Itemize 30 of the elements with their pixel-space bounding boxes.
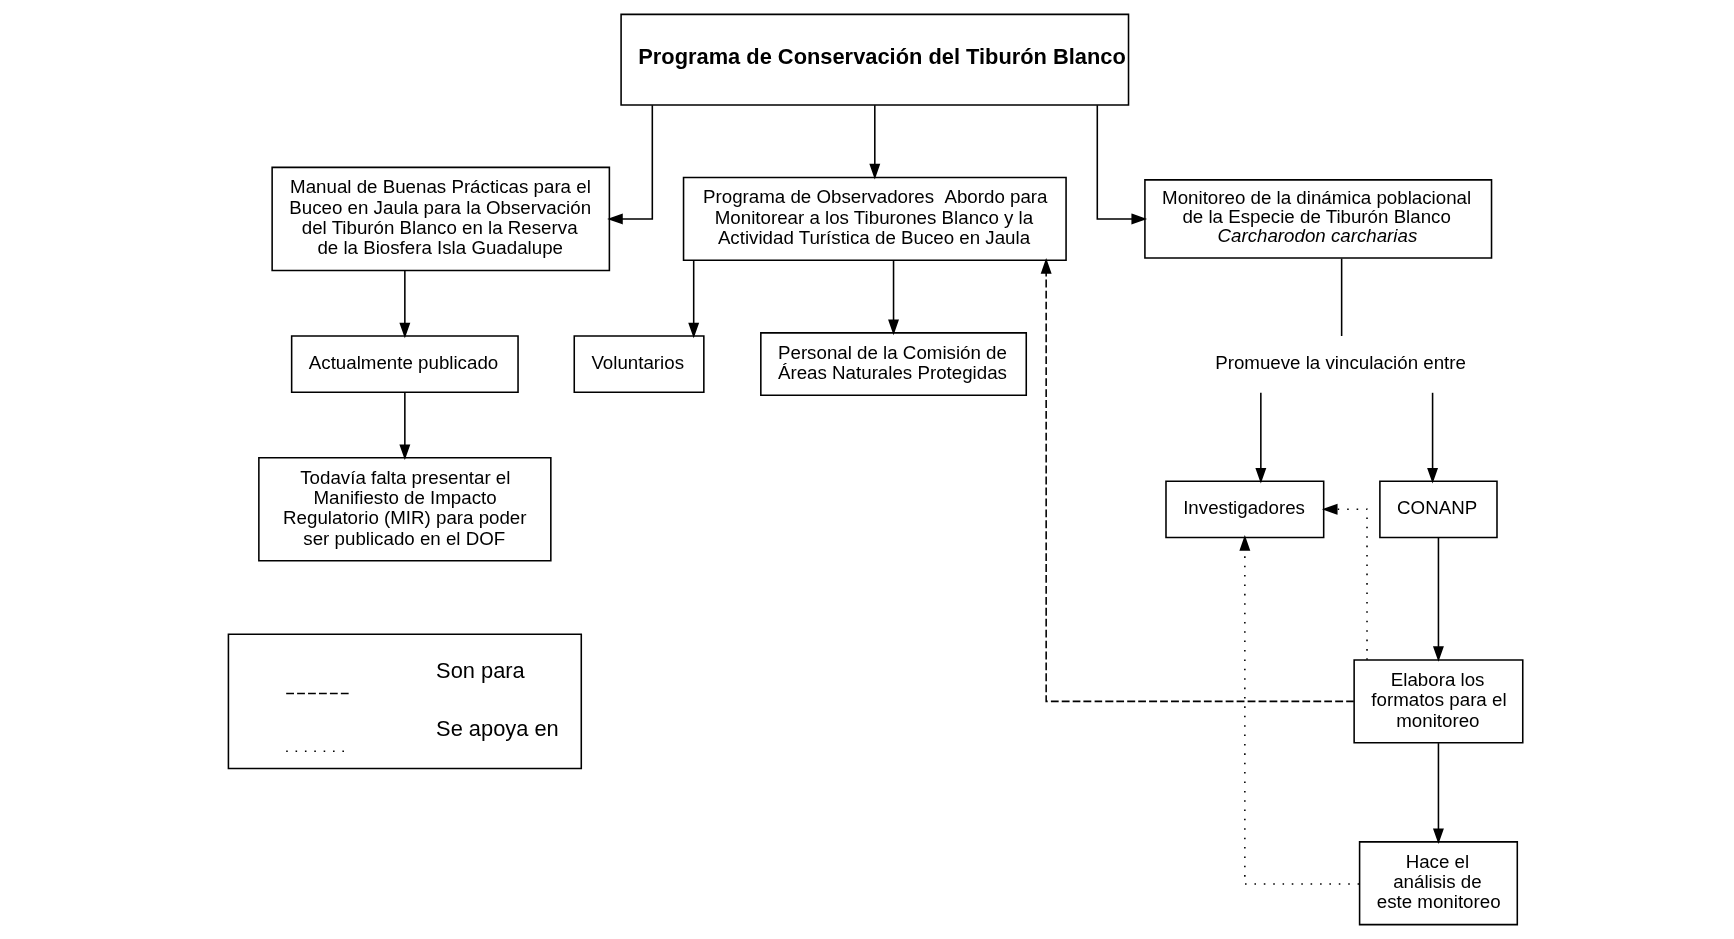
arrow bbox=[1432, 536, 1444, 662]
legend-label: Se apoya en bbox=[436, 716, 559, 742]
legend-label: Son para bbox=[436, 658, 525, 684]
node-box: Voluntarios bbox=[573, 335, 705, 393]
node-box: Programa de Observadores Abordo para Monitorear a los Tiburones Blanco y la Actividad Turística de Buceo en Jaula bbox=[682, 176, 1067, 262]
arrow bbox=[399, 392, 411, 461]
arrow bbox=[399, 269, 411, 339]
arrow bbox=[1321, 503, 1368, 661]
node-box: CONANP bbox=[1379, 480, 1498, 539]
node-box: Personal de la Comisión de Áreas Naturales Protegidas bbox=[760, 332, 1028, 397]
node-box: Actualmente publicado bbox=[290, 335, 519, 393]
arrow bbox=[869, 104, 881, 180]
node-box: Manual de Buenas Prácticas para el Buceo en Jaula para la Observación del Tiburón Blanco en la Reserva de la Biosfera Isla Guadalupe bbox=[271, 166, 611, 272]
arrow bbox=[1096, 104, 1148, 225]
arrow bbox=[1239, 535, 1360, 885]
node-box: Investigadores bbox=[1165, 480, 1325, 539]
arrow bbox=[1255, 392, 1267, 484]
connector bbox=[1340, 257, 1343, 337]
arrow bbox=[888, 260, 899, 336]
arrow bbox=[1040, 258, 1355, 703]
arrow bbox=[688, 260, 700, 339]
node-box: Programa de Conservación del Tiburón Blanco bbox=[620, 13, 1130, 106]
node-box: Todavía falta presentar el Manifiesto de Impacto Regulatorio (MIR) para poder ser publicado en el DOF bbox=[258, 457, 552, 562]
arrow bbox=[1427, 392, 1439, 484]
arrow bbox=[1432, 742, 1444, 845]
node-box: Monitoreo de la dinámica poblacional de la Especie de Tiburón Blanco Carcharodon carcharias bbox=[1144, 179, 1493, 259]
node-box: Elabora los formatos para el monitoreo bbox=[1353, 659, 1524, 744]
node-box: Hace el análisis de este monitoreo bbox=[1358, 841, 1519, 926]
node-text: Promueve la vinculación entre bbox=[1215, 351, 1466, 373]
arrow bbox=[607, 104, 654, 225]
